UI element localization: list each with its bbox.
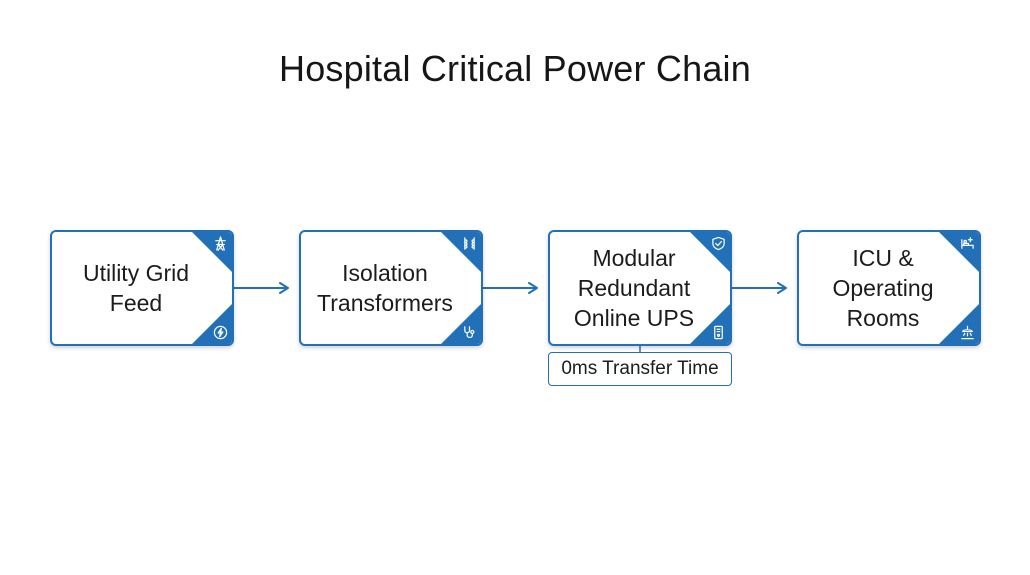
power-pylon-icon — [215, 236, 226, 251]
hospital-bed-icon — [961, 237, 974, 249]
transfer-time-annotation: 0ms Transfer Time — [548, 352, 732, 386]
node-label: Modular Redundant Online UPS — [573, 245, 695, 331]
stethoscope-icon — [464, 326, 475, 339]
coil-icon — [464, 237, 475, 250]
lightning-bolt-icon — [213, 325, 228, 340]
node-isolation-transformers: Isolation Transformers — [299, 230, 483, 346]
node-label: ICU & Operating Rooms — [832, 245, 934, 331]
node-icu-operating-rooms: ICU & Operating Rooms — [797, 230, 981, 346]
node-label: Isolation Transformers — [317, 260, 453, 316]
node-modular-redundant-ups: Modular Redundant Online UPS — [548, 230, 732, 346]
diagram-title: Hospital Critical Power Chain — [279, 48, 751, 89]
ups-battery-icon — [714, 325, 723, 340]
node-utility-grid-feed: Utility Grid Feed — [50, 230, 234, 346]
surgical-light-icon — [961, 325, 974, 340]
node-label: Utility Grid Feed — [82, 260, 190, 316]
shield-check-icon — [712, 236, 725, 251]
